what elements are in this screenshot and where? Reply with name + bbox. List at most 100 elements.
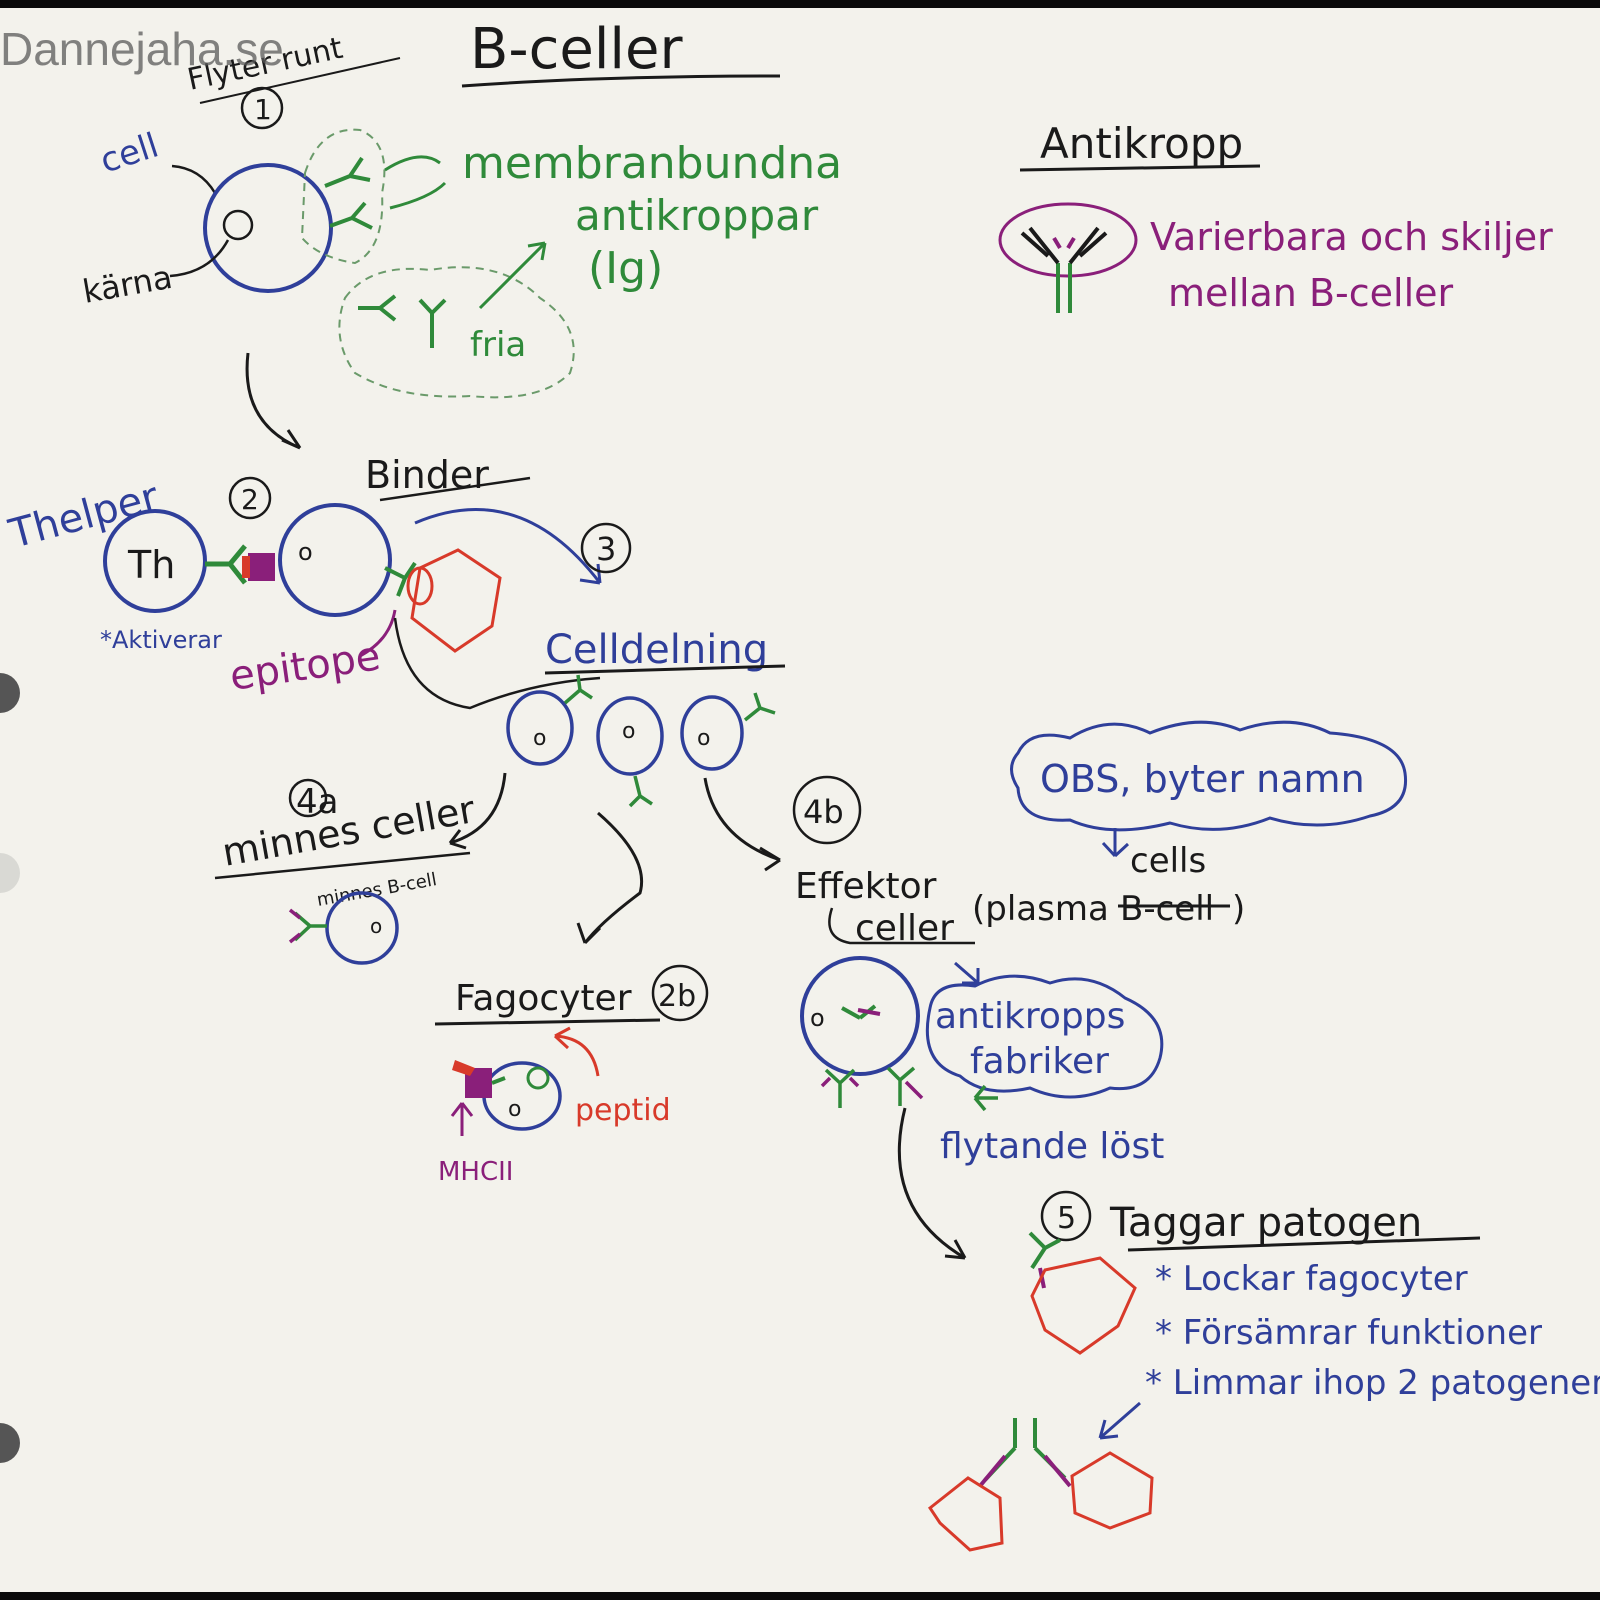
mhc-on-bcell — [248, 553, 275, 581]
b-cell-1 — [203, 163, 333, 293]
daughter-cell-1 — [506, 690, 574, 766]
epitope-circle — [406, 566, 434, 606]
step2b-circle — [651, 964, 709, 1022]
glued-pathogen-left — [927, 1476, 1004, 1552]
varierbara-line2: mellan B-celler — [1168, 271, 1454, 315]
bridging-antibody — [978, 1418, 1072, 1488]
nucleus-2: o — [298, 538, 313, 566]
antikroppar-label: antikroppar — [575, 191, 819, 240]
karna-pointer — [169, 239, 230, 278]
step5-number: 5 — [1057, 1201, 1076, 1236]
daughter-cell-3 — [680, 695, 744, 771]
peptid-arrow — [553, 1026, 600, 1077]
cell-label: cell — [95, 125, 163, 181]
step5-circle — [1040, 1190, 1092, 1242]
effektor-label: Effektor — [795, 866, 937, 907]
peptid-label: peptid — [575, 1093, 671, 1128]
memory-cell — [325, 891, 399, 965]
karna-label: kärna — [80, 258, 175, 311]
fagocyter-label: Fagocyter — [455, 978, 632, 1019]
secreted-antibodies — [820, 1066, 998, 1112]
antikropp-underline — [1019, 164, 1261, 172]
nucleus-1 — [222, 209, 254, 241]
membrane-antibody-bubble — [300, 128, 386, 265]
aktiverar-label: *Aktiverar — [100, 626, 222, 654]
membrane-antibody-1 — [324, 156, 373, 230]
daughter-cell-2 — [596, 696, 664, 776]
arrow-2-to-3 — [414, 508, 602, 585]
step1-circle — [240, 86, 284, 130]
free-antibody-bubble — [338, 266, 575, 399]
binder-label: Binder — [365, 453, 489, 497]
step4a-number: 4a — [296, 782, 338, 822]
cells-label: cells — [1130, 841, 1206, 881]
b-cell-sketch: B-celler Flyter runt 1 cell kärna membra… — [0, 17, 1600, 1552]
step2b-number: 2b — [658, 979, 696, 1014]
tagging-antibody — [1028, 1231, 1061, 1289]
plasma-label: (plasma — [972, 889, 1109, 929]
bullet2-label: * Försämrar funktioner — [1155, 1313, 1542, 1353]
th-cell — [103, 509, 207, 613]
effector-nucleus: o — [810, 1004, 825, 1032]
arrow-to-fagocyter — [576, 811, 644, 945]
step2-number: 2 — [241, 483, 259, 516]
fria-arrow — [478, 241, 547, 310]
memory-nucleus: o — [370, 914, 382, 938]
daughter-antibodies — [563, 674, 776, 808]
watermark: Dannejaha.se — [0, 23, 284, 75]
binder-hole-top — [0, 673, 20, 713]
mhc-arrow — [450, 1102, 474, 1136]
ig-label: (Ig) — [588, 243, 663, 294]
step4b-number: 4b — [803, 793, 844, 831]
tagged-pathogen — [1030, 1256, 1137, 1355]
obs-arrow — [1101, 828, 1130, 858]
peptide-on-bcell — [242, 556, 250, 578]
b-cell-2-antibody — [384, 561, 417, 597]
arrow-to-step5 — [897, 1107, 967, 1260]
fabriker-arrow — [954, 961, 980, 985]
obs-cloud — [1010, 720, 1408, 832]
membranbundna-label: membranbundna — [462, 138, 842, 189]
minnes-underline — [214, 851, 471, 880]
memory-antibody — [288, 908, 327, 944]
epitope-label: epitope — [227, 633, 383, 700]
mhc-molecule — [465, 1068, 492, 1098]
cell-pointer — [171, 164, 217, 194]
bcell-crossed-label: B-cell — [1120, 889, 1214, 929]
antikropp-title: Antikropp — [1040, 119, 1243, 168]
step3-number: 3 — [596, 530, 616, 568]
mhc-peptide — [452, 1060, 475, 1076]
arrow-to-effector — [703, 777, 781, 872]
effector-cell — [800, 956, 920, 1076]
membranbundna-bracket — [384, 155, 447, 210]
notebook-page: B-celler Flyter runt 1 cell kärna membra… — [0, 8, 1600, 1592]
phagocyte-receptor — [491, 1076, 506, 1085]
title-text: B-celler — [470, 17, 683, 82]
fabriker-cloud — [925, 974, 1164, 1099]
daughter-nucleus-2: o — [622, 719, 635, 744]
flyter-runt-underline — [199, 57, 401, 104]
taggar-label: Taggar patogen — [1109, 1200, 1422, 1246]
daughter-nucleus-1: o — [533, 726, 546, 751]
title-underline — [461, 74, 781, 88]
obs-label: OBS, byter namn — [1040, 757, 1365, 801]
varierbara-line1: Varierbara och skiljer — [1150, 215, 1553, 259]
step2-circle — [228, 476, 272, 520]
arrow-1-to-2 — [245, 352, 302, 450]
th-label: Th — [127, 543, 175, 587]
effector-inner-antibody — [841, 1004, 881, 1020]
step3-circle — [580, 522, 632, 574]
phagocyte-nucleus: o — [508, 1097, 521, 1122]
mhc-label: MHCII — [438, 1157, 513, 1187]
binder-hole-middle — [0, 853, 20, 893]
binder-hole-bottom — [0, 1423, 20, 1463]
limmar-arrow — [1098, 1401, 1141, 1440]
epitope-pointer — [359, 609, 397, 658]
division-branch — [393, 617, 601, 710]
step4b-circle — [792, 775, 862, 845]
bullet3-label: * Limmar ihop 2 patogener — [1145, 1363, 1600, 1403]
flytande-label: flytande löst — [940, 1126, 1164, 1167]
bullet1-label: * Lockar fagocyter — [1155, 1259, 1468, 1299]
step4a-circle — [288, 778, 328, 818]
arrow-to-memory — [448, 772, 507, 850]
